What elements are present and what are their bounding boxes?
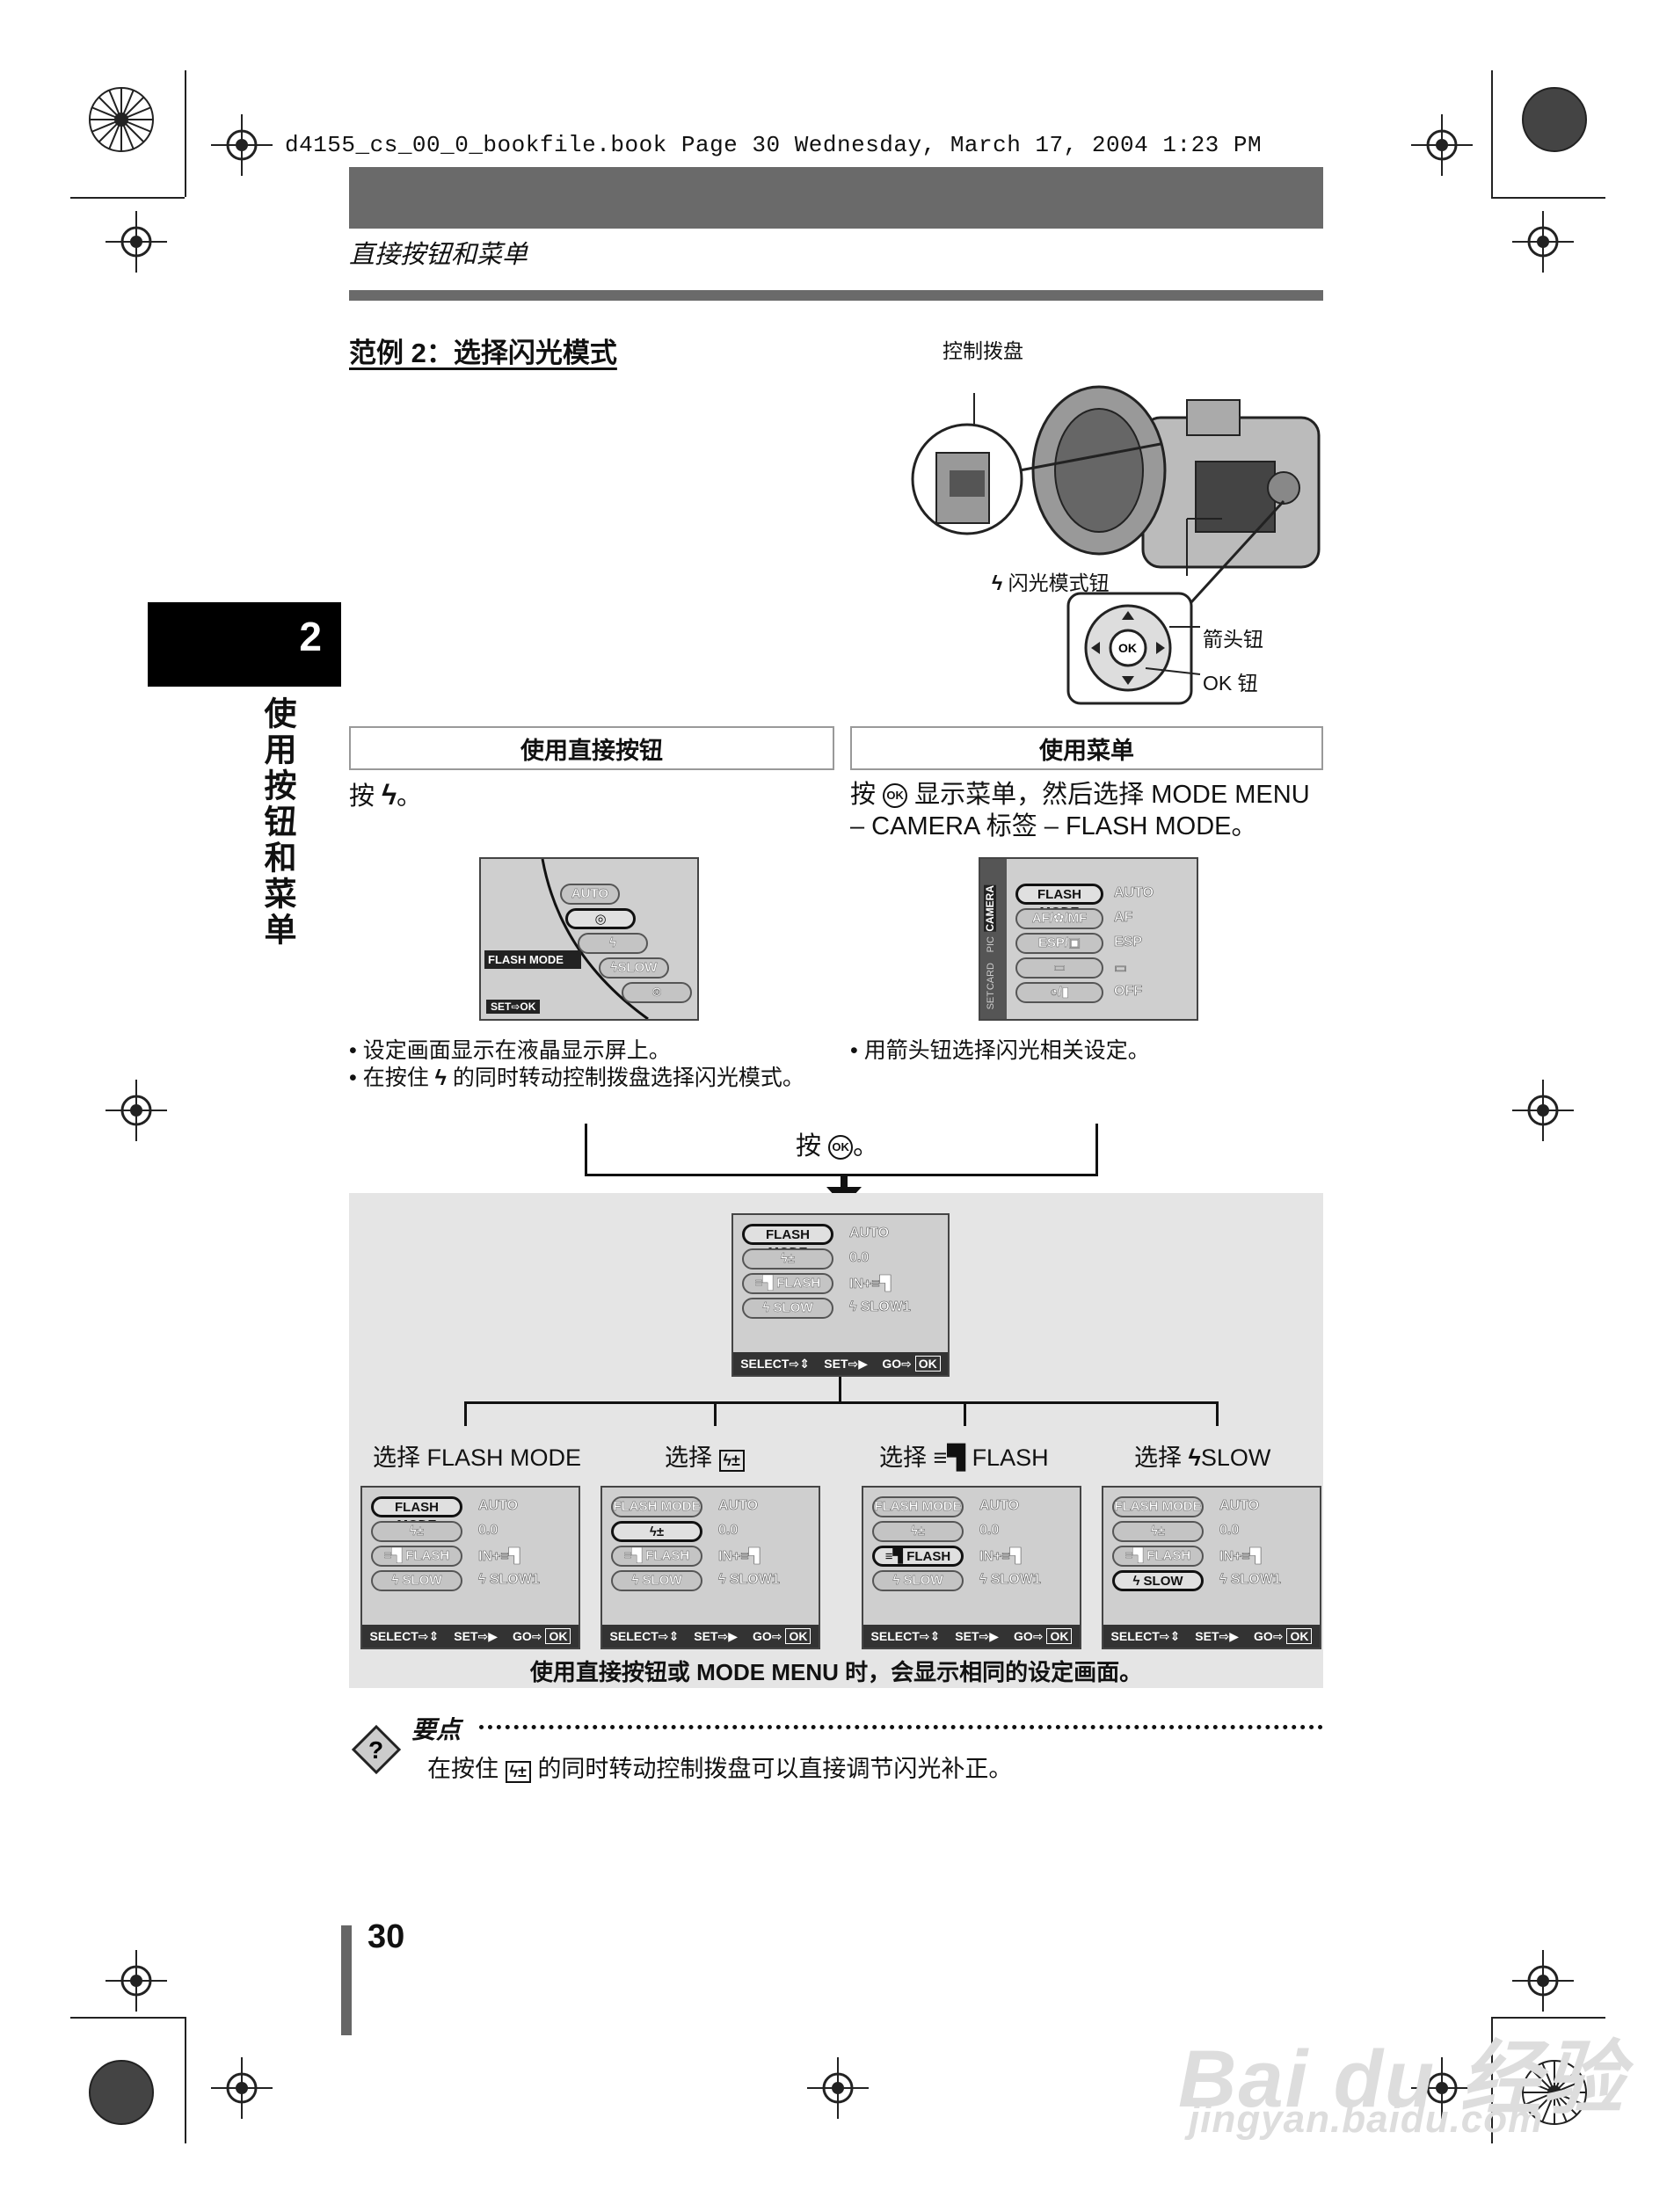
note-text: 在按住 ϟ± 的同时转动控制拨盘可以直接调节闪光补正。 [427,1756,1013,1783]
lcd-flash-menu-main: FLASH MODE AUTO ϟ± 0.0 ≡▜ FLASH IN+≡▜ ϟ … [731,1213,950,1377]
file-info-line: d4155_cs_00_0_bookfile.book Page 30 Wedn… [285,132,1263,158]
menu-tab-camera: CAMERA [984,885,996,932]
menu-row-timer: ◔/▮ [1015,982,1103,1003]
menu-row-af: AF/✿/MF [1015,908,1103,929]
crop-line [1491,2017,1605,2019]
lcd-flash-direct: AUTO ◎ ϟ ϟSLOW ⊛ FLASH MODE SET⇨OK [479,857,699,1021]
flash-option-slow: ϟSLOW [599,957,669,979]
flash-icon: ϟ [1188,1444,1201,1471]
registration-mark-top-left [86,84,156,159]
menu-tab-pic: PIC [986,936,996,953]
external-flash-icon: ≡▜ [933,1444,966,1471]
section-subtitle: 直接按钮和菜单 [349,241,528,269]
right-instruction: 按 OK 显示菜单，然后选择 MODE MENU – CAMERA 标签 – F… [850,781,1310,840]
crosshair-bottom-right [1411,2057,1473,2123]
registration-mark-top-right [1519,84,1590,159]
lcd-select-external-flash: FLASH MODE AUTO ϟ± 0.0 ≡▜ FLASH IN+≡▜ ϟ … [862,1486,1081,1649]
lcd-footer: SELECT⇨⇕ SET⇨▶ GO⇨ OK [733,1352,948,1375]
note-divider [479,1725,1323,1729]
page-number-bar [341,1925,352,2035]
crop-line [70,197,185,199]
crosshair-left-middle [106,1080,167,1146]
watermark-logo: Bai du 经验 [1178,2034,1626,2124]
crop-line [1491,70,1493,197]
flash-option-off: ⊛ [622,982,692,1003]
panel-caption: 使用直接按钮或 MODE MENU 时，会显示相同的设定画面。 [529,1659,1143,1685]
crosshair-right-middle [1512,1080,1574,1146]
crosshair-top-left [211,114,273,180]
chapter-tab: 2 [148,602,341,687]
crosshair-right-upper [1512,211,1574,277]
left-bullets: • 设定画面显示在液晶显示屏上。 • 在按住 ϟ 的同时转动控制拨盘选择闪光模式… [349,1038,804,1090]
flash-icon: ϟ [434,1066,447,1090]
note-title: 要点 [411,1716,462,1743]
menu-row-drive: ▭ [1015,957,1103,979]
crop-line [185,2017,186,2143]
tree-connector [464,1401,1219,1404]
example-title: 范例 2：选择闪光模式 [349,338,617,368]
label-control-dial: 控制拨盘 [943,339,1023,362]
lcd-select-flash-comp: FLASH MODE AUTO ϟ± 0.0 ≡▜ FLASH IN+≡▜ ϟ … [600,1486,820,1649]
registration-mark-bottom-left [86,2057,156,2132]
flash-compensation-icon: ϟ± [718,1450,745,1472]
ok-menu-icon: OK [828,1135,854,1161]
lcd-select-slow-sync: FLASH MODE AUTO ϟ± 0.0 ≡▜ FLASH IN+≡▜ ϟ … [1102,1486,1321,1649]
left-instruction: 按 ϟ。 [349,779,423,811]
question-icon: ? [351,1724,402,1779]
crop-line [1491,197,1605,199]
flash-compensation-icon: ϟ± [505,1761,531,1783]
label-flash-button: ϟ 闪光模式钮 [992,571,1110,594]
select-label-external-flash: 选择 ≡▜ FLASH [879,1444,1049,1471]
select-label-flash-mode: 选择 FLASH MODE [373,1444,582,1471]
menu-tab-card: CARD [986,963,996,991]
svg-text:OK: OK [1118,641,1137,655]
lcd-select-flash-mode: FLASH MODE AUTO ϟ± 0.0 ≡▜ FLASH IN+≡▜ ϟ … [360,1486,580,1649]
lcd-camera-menu: CAMERA PIC CARD SET FLASH MODE AUTO AF/✿… [979,857,1198,1021]
flash-option-auto: AUTO [560,884,620,905]
watermark-url: jingyan.baidu.com [1189,2098,1544,2141]
svg-text:?: ? [368,1736,383,1764]
column-head-direct-button: 使用直接按钮 [349,726,834,770]
crosshair-left-upper [106,211,167,277]
registration-mark-bottom-right [1519,2057,1590,2132]
flash-mode-label: FLASH MODE [484,950,581,969]
label-ok-button: OK 钮 [1203,672,1258,695]
flash-icon: ϟ [382,779,397,811]
flash-icon: ϟ [992,571,1003,594]
select-label-slow-sync: 选择 ϟSLOW [1134,1444,1271,1471]
flash-option-fill: ϟ [578,933,648,954]
crop-line [1491,2017,1493,2143]
chapter-tab-label: 使用按钮和菜单 [259,696,295,949]
menu-row-esp: ESP/▣ [1015,933,1103,954]
ok-menu-icon: OK [883,783,908,809]
camera-illustration: OK [897,347,1336,708]
crosshair-right-lower [1512,1950,1574,2016]
crosshair-bottom-center [807,2057,869,2123]
header-rule [349,290,1323,301]
crosshair-bottom-left [211,2057,273,2123]
crop-line [185,70,186,197]
tree-connector [839,1377,841,1401]
right-bullet: • 用箭头钮选择闪光相关设定。 [850,1038,1150,1063]
press-ok-text: 按 OK。 [796,1132,879,1161]
flash-option-redeye: ◎ [565,908,636,929]
menu-tab-set: SET [986,991,996,1010]
label-arrow-button: 箭头钮 [1203,628,1263,651]
crop-line [70,2017,185,2019]
page-number: 30 [368,1918,405,1955]
menu-row-flash-mode: FLASH MODE [1015,884,1103,920]
set-ok-label: SET⇨OK [486,1000,541,1014]
crosshair-top-right [1411,114,1473,180]
select-label-flash-comp: 选择 ϟ± [665,1438,745,1473]
crosshair-left-lower [106,1950,167,2016]
column-head-menu: 使用菜单 [850,726,1323,770]
header-band [349,167,1323,229]
